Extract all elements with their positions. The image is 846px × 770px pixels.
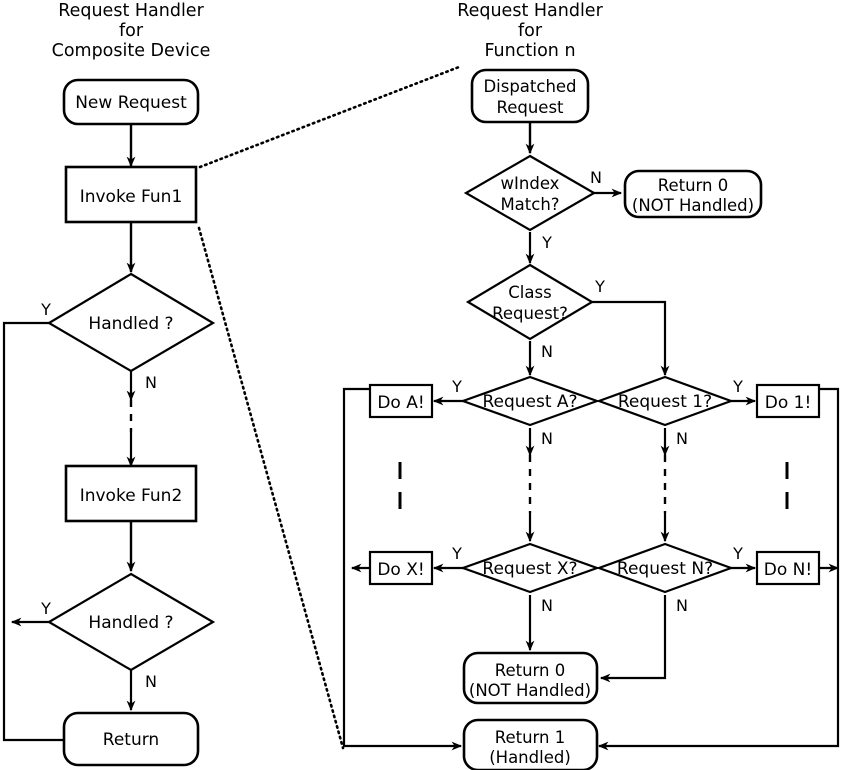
edge-class-yes-to-request-1 (590, 300, 670, 377)
dispatched-request-line-2: Request (496, 98, 564, 117)
do-a-box (368, 383, 434, 419)
node-request-a[interactable]: Request A? (459, 375, 601, 427)
label-request-n-yes: Y (732, 544, 743, 563)
label-request-n-no: N (676, 596, 688, 615)
return-label: Return (103, 730, 159, 750)
request-1-diamond (595, 375, 735, 427)
request-x-label: Request X? (482, 559, 577, 579)
return0-top-box (623, 169, 763, 219)
node-invoke-fun1[interactable]: Invoke Fun1 (64, 165, 198, 224)
node-dispatched-request[interactable]: Dispatched Request (470, 68, 590, 124)
label-handled-1-yes: Y (40, 300, 51, 319)
return0-bottom-line-2: (NOT Handled) (469, 681, 591, 700)
class-request-line-2: Request? (492, 304, 568, 323)
label-request-a-no: N (541, 429, 553, 448)
return0-top-line-1: Return 0 (658, 176, 729, 195)
composite-title-line-3: Composite Device (52, 41, 211, 61)
return0-top-line-2: (NOT Handled) (632, 196, 754, 215)
node-return0-top[interactable]: Return 0 (NOT Handled) (623, 169, 763, 219)
node-return0-bottom[interactable]: Return 0 (NOT Handled) (462, 651, 599, 705)
new-request-label: New Request (75, 93, 187, 113)
windex-match-diamond (463, 154, 597, 232)
do-1-box (755, 383, 821, 419)
expansion-connector-top (198, 65, 461, 169)
request-n-label: Request N? (617, 559, 713, 579)
return0-bottom-box (462, 651, 599, 705)
node-return1[interactable]: Return 1 (Handled) (462, 718, 599, 770)
label-class-no: N (541, 342, 553, 361)
invoke-fun1-label: Invoke Fun1 (80, 187, 183, 207)
request-a-label: Request A? (482, 392, 577, 412)
node-invoke-fun2[interactable]: Invoke Fun2 (64, 464, 198, 523)
return1-line-1: Return 1 (495, 728, 566, 747)
do-x-box (368, 550, 434, 586)
class-request-diamond (465, 263, 595, 341)
edge-handled1-yes-rail (2, 321, 98, 745)
function-n-title-line-1: Request Handler (457, 1, 603, 21)
node-handled-2[interactable]: Handled ? (46, 572, 216, 672)
do-n-box (755, 550, 821, 586)
composite-title-line-1: Request Handler (58, 1, 204, 21)
dispatched-request-line-1: Dispatched (483, 77, 576, 96)
composite-panel-title: Request Handler for Composite Device (52, 1, 211, 61)
label-class-yes: Y (594, 277, 605, 296)
handled-2-label: Handled ? (88, 613, 173, 633)
node-request-1[interactable]: Request 1? (595, 375, 735, 427)
node-do-a[interactable]: Do A! (368, 383, 434, 419)
request-a-diamond (459, 375, 601, 427)
node-do-n[interactable]: Do N! (755, 550, 821, 586)
return0-bottom-line-1: Return 0 (495, 661, 566, 680)
return-box (62, 711, 200, 767)
label-request-1-yes: Y (732, 377, 743, 396)
node-request-n[interactable]: Request N? (595, 542, 735, 594)
handled-1-label: Handled ? (88, 314, 173, 334)
return1-box (462, 718, 599, 770)
handled-2-diamond (46, 572, 216, 672)
do-n-label: Do N! (764, 560, 812, 580)
windex-match-line-2: Match? (500, 195, 559, 214)
do-x-label: Do X! (377, 560, 424, 580)
node-windex-match[interactable]: wIndex Match? (463, 154, 597, 232)
node-new-request[interactable]: New Request (62, 78, 200, 126)
function-n-title-line-2: for (518, 21, 543, 41)
expansion-connector-bottom (197, 226, 345, 750)
invoke-fun2-box (64, 464, 198, 523)
node-return[interactable]: Return (62, 711, 200, 767)
class-request-line-1: Class (508, 283, 551, 302)
label-request-a-yes: Y (451, 377, 462, 396)
dispatched-request-box (470, 68, 590, 124)
handled-1-diamond (46, 272, 216, 373)
node-class-request[interactable]: Class Request? (465, 263, 595, 341)
label-handled-2-no: N (145, 672, 157, 691)
label-request-1-no: N (676, 429, 688, 448)
node-request-x[interactable]: Request X? (459, 542, 601, 594)
label-windex-no: N (590, 168, 602, 187)
label-request-x-no: N (541, 596, 553, 615)
invoke-fun1-box (64, 165, 198, 224)
request-n-diamond (595, 542, 735, 594)
label-request-x-yes: Y (451, 544, 462, 563)
function-n-panel-title: Request Handler for Function n (457, 1, 603, 61)
edge-request-n-no-to-return0 (599, 595, 667, 683)
node-do-1[interactable]: Do 1! (755, 383, 821, 419)
do-a-label: Do A! (377, 393, 424, 413)
label-windex-yes: Y (541, 233, 552, 252)
return1-line-2: (Handled) (489, 748, 571, 767)
windex-match-line-1: wIndex (501, 174, 560, 193)
node-handled-1[interactable]: Handled ? (46, 272, 216, 373)
new-request-box (62, 78, 200, 126)
do-1-label: Do 1! (765, 393, 812, 413)
function-n-title-line-3: Function n (484, 41, 575, 61)
invoke-fun2-label: Invoke Fun2 (80, 486, 183, 506)
label-handled-1-no: N (145, 373, 157, 392)
edge-do-actions-left-rail (342, 387, 463, 751)
label-handled-2-yes: Y (40, 599, 51, 618)
node-do-x[interactable]: Do X! (368, 550, 434, 586)
composite-title-line-2: for (119, 21, 144, 41)
request-1-label: Request 1? (618, 392, 712, 412)
request-x-diamond (459, 542, 601, 594)
